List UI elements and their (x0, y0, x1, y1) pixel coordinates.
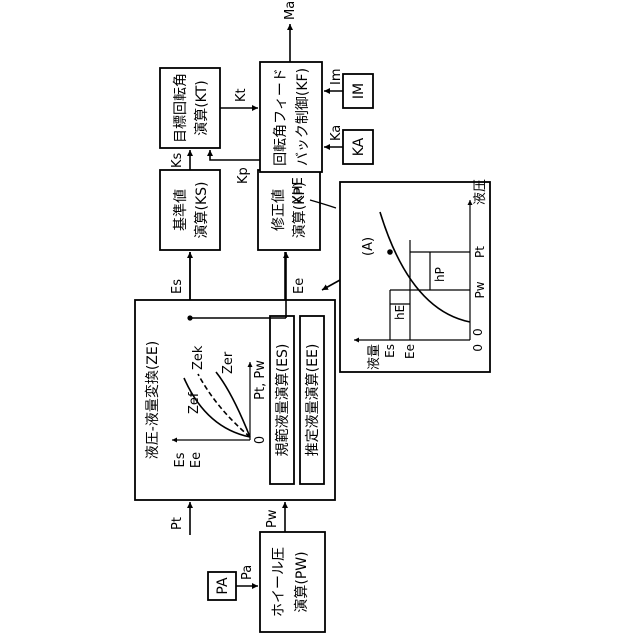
sensor-ka: KA (343, 130, 373, 164)
signal-kp: Kp (236, 167, 251, 184)
block-pw-line2: 演算(PW) (294, 551, 310, 612)
xhe-hp-label: hP (433, 267, 447, 282)
block-pw-line1: ホイール圧 (271, 547, 287, 617)
xhe-origin-y: 0 (471, 344, 485, 352)
curve-zef-label: Zef (187, 392, 202, 414)
signal-im: Im (329, 69, 344, 86)
xhe-he-label: hE (393, 305, 407, 320)
subblock-ee-label: 推定液量演算(EE) (305, 344, 321, 457)
signal-es: Es (170, 279, 185, 294)
xhe-pt-label: Pt (473, 246, 487, 258)
block-kf-line1: 回転角フィード (273, 68, 289, 166)
signal-pa: Pa (240, 565, 255, 580)
xhe-tag: XHE (291, 177, 306, 204)
junction-es (187, 315, 192, 320)
xhe-x-label: 液圧 (473, 179, 488, 205)
block-kt-line1: 目標回転角 (173, 73, 189, 143)
block-pw: ホイール圧 演算(PW) (260, 532, 325, 632)
block-kf-line2: バック制御(KF) (295, 68, 311, 166)
block-kt: 目標回転角 演算(KT) (160, 68, 220, 148)
subblock-es-label: 規範液量演算(ES) (274, 344, 291, 457)
ze-graph-y-label-es: Es (173, 452, 188, 467)
xhe-ee-label: Ee (403, 344, 417, 359)
xhe-point-a-label: (A) (361, 237, 376, 256)
block-kp-line1: 修正値 (271, 189, 287, 231)
ze-graph-x-label: Pt, Pw (253, 360, 268, 400)
curve-zek-label: Zek (191, 345, 206, 370)
arrow-xhe-to-kp (322, 280, 340, 290)
xhe-y-label: 液量 (367, 344, 382, 370)
sensor-im: IM (343, 74, 373, 108)
signal-ka: Ka (329, 125, 344, 141)
block-ze-title: 液圧-液量変換(ZE) (144, 341, 161, 459)
xhe-point-a (387, 249, 393, 255)
block-kp: 修正値 演算(KP) (258, 170, 320, 250)
block-ks-line1: 基準値 (172, 189, 189, 231)
sensor-ka-label: KA (351, 137, 367, 156)
xhe-origin-x: 0 (471, 328, 485, 336)
block-ze: 液圧-液量変換(ZE) Es Ee 0 Pt, Pw Zef Zek Zer 規… (135, 300, 335, 500)
signal-ma: Ma (283, 1, 298, 20)
signal-pw: Pw (265, 509, 280, 528)
signal-kt: Kt (234, 88, 249, 102)
signal-pt: Pt (170, 517, 185, 530)
sensor-pa-label: PA (215, 577, 231, 595)
block-ks-line2: 演算(KS) (194, 182, 210, 239)
signal-ks: Ks (170, 152, 185, 168)
block-kf: 回転角フィード バック制御(KF) (260, 62, 322, 172)
block-kt-line2: 演算(KT) (194, 80, 210, 136)
xhe-es-label: Es (383, 344, 397, 358)
sensor-im-label: IM (351, 83, 367, 99)
sensor-pa: PA (208, 572, 236, 600)
signal-ee: Ee (292, 278, 307, 294)
block-ks: 基準値 演算(KS) (160, 170, 220, 250)
ze-graph-origin: 0 (253, 436, 268, 444)
curve-zer-label: Zer (221, 351, 236, 374)
ze-graph-y-label-ee: Ee (189, 452, 204, 468)
xhe-pw-label: Pw (473, 281, 487, 298)
